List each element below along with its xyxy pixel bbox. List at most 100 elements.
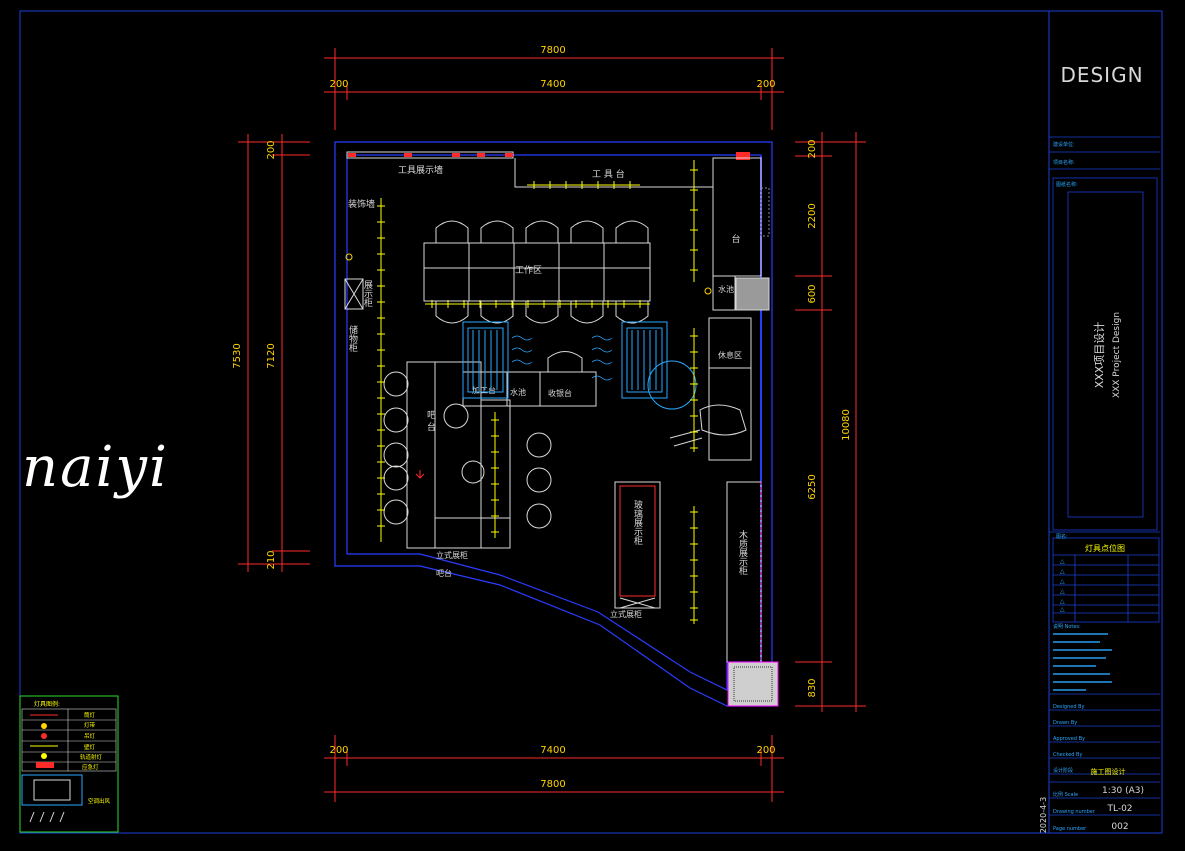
legend-title: 灯具图例: — [34, 700, 60, 708]
label-display-left: 展示柜 — [362, 280, 373, 308]
right-dimension-chain — [795, 132, 866, 712]
dim-left-total: 7530 — [232, 343, 243, 368]
air-outlets — [511, 335, 613, 381]
dim-left-bottom: 210 — [266, 550, 277, 569]
dim-top-right: 200 — [756, 79, 775, 90]
dim-left-top: 200 — [266, 140, 277, 159]
track-lights — [380, 160, 695, 624]
title-project-en: XXX Project Design — [1112, 312, 1122, 398]
legend-row-5: 轨道射灯 — [80, 753, 103, 761]
title-project-cn: XXX项目设计 — [1093, 322, 1106, 389]
title-field-drawing-title: 图纸名称: — [1056, 181, 1078, 188]
title-designed-by: Designed By — [1053, 704, 1085, 710]
equipment-box — [735, 277, 770, 311]
label-tool-wall: 工具展示墙 — [398, 164, 443, 176]
title-approved-by: Approved By — [1053, 736, 1085, 742]
title-field-project: 项目名称: — [1053, 159, 1075, 166]
bar-counter — [406, 361, 436, 549]
title-drawing-no-label: Drawing number — [1053, 809, 1096, 815]
label-left-cabinet: 储物柜 — [347, 324, 358, 353]
dim-right-seg2: 2200 — [807, 203, 818, 228]
revision-mark-3: △ — [1060, 578, 1065, 585]
dim-right-seg4: 6250 — [807, 474, 818, 499]
label-cashier: 收银台 — [548, 388, 572, 398]
title-page-value: 002 — [1111, 822, 1128, 832]
revision-mark-5: △ — [1060, 598, 1065, 605]
glass-display-left — [462, 321, 509, 399]
title-drawing-name-label: 图名: — [1056, 533, 1068, 540]
label-workbench: 工 具 台 — [592, 168, 625, 180]
title-brand: DESIGN — [1060, 63, 1143, 87]
light-ticks — [377, 169, 698, 621]
dim-bottom-total: 7800 — [540, 779, 565, 790]
tool-display-wall — [346, 151, 750, 160]
title-date: 2020-4-3 — [1039, 797, 1048, 833]
revision-mark-4: △ — [1060, 588, 1065, 595]
title-scale-label: 比例 Scale — [1053, 791, 1078, 798]
sink-counter — [712, 275, 736, 311]
legend-box — [19, 695, 119, 833]
watermark-text: naiyi — [22, 435, 169, 500]
title-stage-value: 施工图设计 — [1091, 767, 1126, 776]
glass-display-right — [621, 321, 668, 399]
outer-walls — [334, 141, 773, 707]
dim-right-seg1: 200 — [807, 139, 818, 158]
legend-row-1: 筒灯 — [84, 711, 96, 719]
title-scale-value: 1:30 (A3) — [1102, 786, 1144, 796]
label-bar-counter: 吧 台 — [425, 410, 436, 432]
bottom-dimension-chain — [324, 735, 784, 802]
legend-row-4: 壁灯 — [84, 743, 96, 751]
title-stage-label: 设计阶段 — [1053, 767, 1073, 774]
label-sink: 水池 — [718, 284, 734, 294]
label-prep: 加工台 — [472, 385, 496, 395]
rest-sofa — [708, 317, 752, 461]
bar-stools — [383, 371, 552, 529]
dim-right-seg3: 600 — [807, 284, 818, 303]
title-field-client: 建设单位: — [1053, 141, 1075, 148]
label-water: 水池 — [510, 387, 526, 397]
label-display-right: 台 — [731, 233, 740, 245]
rest-table — [647, 360, 697, 410]
label-bar: 吧台 — [436, 568, 452, 578]
revision-mark-2: △ — [1060, 568, 1065, 575]
left-display-cabinet — [344, 278, 364, 310]
legend-row-2: 灯带 — [84, 721, 96, 729]
cashier-chair — [547, 351, 583, 372]
revision-mark-6: △ — [1060, 606, 1065, 613]
label-decor-wall: 装饰墙 — [348, 198, 375, 210]
dim-top-inner: 7400 — [540, 79, 565, 90]
label-glass-display: 玻璃展示柜 — [632, 499, 643, 546]
entry-hatch — [727, 661, 779, 707]
label-stand-display-1: 立式展柜 — [436, 550, 468, 560]
work-chairs — [435, 220, 649, 324]
label-rest-area: 休息区 — [718, 350, 742, 360]
label-wood-display: 木质展示柜 — [737, 529, 748, 576]
dim-bottom-right: 200 — [756, 745, 775, 756]
dim-right-seg5: 830 — [807, 678, 818, 697]
dim-top-total: 7800 — [540, 45, 565, 56]
title-drawing-name: 灯具点位图 — [1085, 543, 1125, 553]
label-work-area: 工作区 — [515, 264, 542, 276]
dim-left-inner: 7120 — [266, 343, 277, 368]
title-page-label: Page number — [1053, 826, 1087, 832]
legend-row-6: 应急灯 — [82, 763, 99, 771]
label-stand-display-2: 立式展柜 — [610, 609, 642, 619]
dim-bottom-left: 200 — [329, 745, 348, 756]
title-notes-header: 说明 Notes: — [1053, 623, 1081, 630]
pendant-lights — [345, 253, 712, 295]
title-block — [1049, 136, 1160, 816]
work-area-table — [423, 242, 651, 302]
rest-chair — [699, 404, 747, 436]
title-checked-by: Checked By — [1053, 752, 1082, 758]
glass-display-cabinet — [614, 481, 661, 609]
left-dimension-chain — [238, 134, 310, 572]
revision-mark-1: △ — [1060, 558, 1065, 565]
dim-top-left: 200 — [329, 79, 348, 90]
right-counter — [712, 157, 762, 277]
legend-row-3: 吊灯 — [84, 732, 96, 740]
title-drawn-by: Drawn By — [1053, 720, 1077, 726]
dim-right-total: 10080 — [841, 409, 852, 441]
notes-lines — [1053, 633, 1112, 691]
top-dimension-chain — [324, 48, 784, 130]
